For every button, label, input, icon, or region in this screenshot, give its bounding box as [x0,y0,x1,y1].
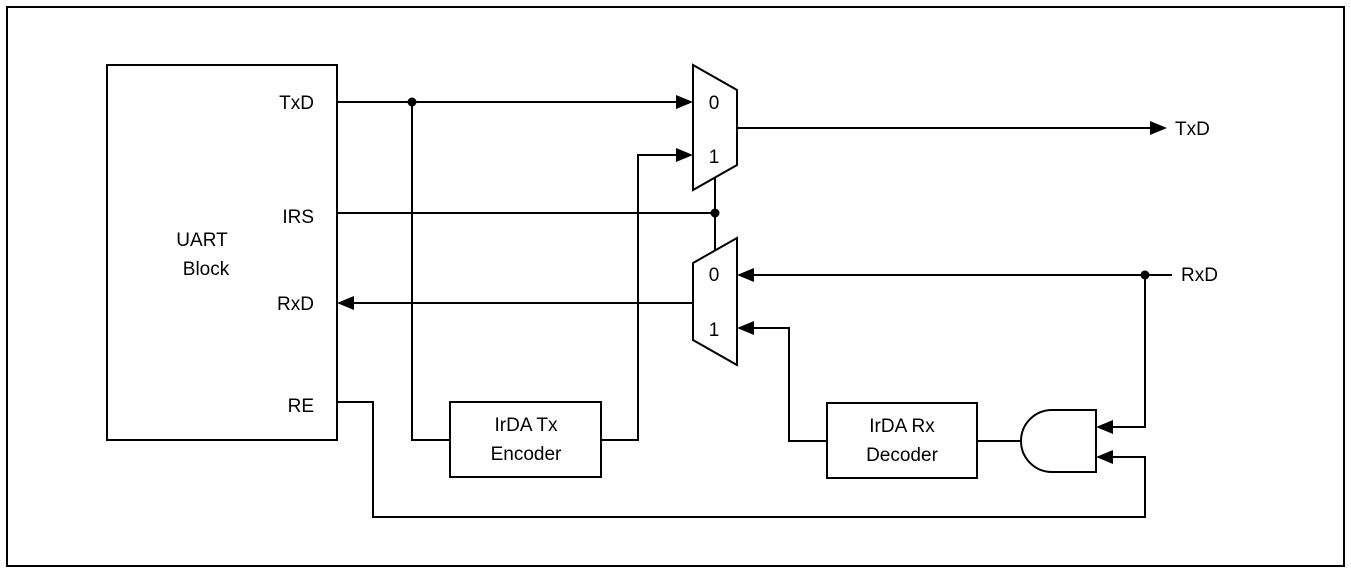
arrow-txd-out [1150,121,1167,135]
wire-decoder-to-mux-input1 [754,327,827,442]
wire-encoder-to-mux-input1 [601,154,676,441]
input-rxd-label: RxD [1181,265,1218,286]
wire-rxd-to-and-gate [1113,275,1146,428]
uart-port-rxd-label: RxD [277,294,314,315]
mux-rx-input0-label: 0 [709,265,720,286]
mux-tx-input0-label: 0 [709,93,720,114]
mux-tx-input1-label: 1 [709,147,720,168]
decoder-label-line2: Decoder [866,445,938,466]
arrow-rxd-to-mux-input0 [737,268,754,282]
and-gate [1020,409,1097,473]
mux-tx [692,63,738,192]
wire-re [337,401,1146,518]
irda-tx-encoder [449,401,602,478]
junction-irs [710,208,720,218]
arrow-txd-to-mux-input0 [676,95,693,109]
irda-rx-decoder [826,402,978,479]
mux-rx [692,236,738,367]
wire-txd-to-encoder [411,102,450,441]
uart-port-irs-label: IRS [282,207,314,228]
encoder-label-line1: IrDA Tx [495,415,558,436]
mux-rx-input1-label: 1 [709,320,720,341]
uart-block-title-line1: UART [176,230,228,251]
arrow-encoder-to-mux-input1 [676,148,693,162]
diagram-frame [6,6,1345,567]
uart-block [106,64,338,441]
uart-port-txd-label: TxD [279,93,314,114]
arrow-rxd-to-uart [337,296,354,310]
uart-port-re-label: RE [288,396,314,417]
arrow-rxd-to-and-gate [1096,420,1113,434]
arrow-re-to-and-gate [1096,450,1113,464]
decoder-label-line1: IrDA Rx [869,416,935,437]
output-txd-label: TxD [1175,119,1210,140]
arrow-decoder-to-mux-input1 [737,321,754,335]
encoder-label-line2: Encoder [491,444,562,465]
uart-block-title-line2: Block [183,259,230,280]
